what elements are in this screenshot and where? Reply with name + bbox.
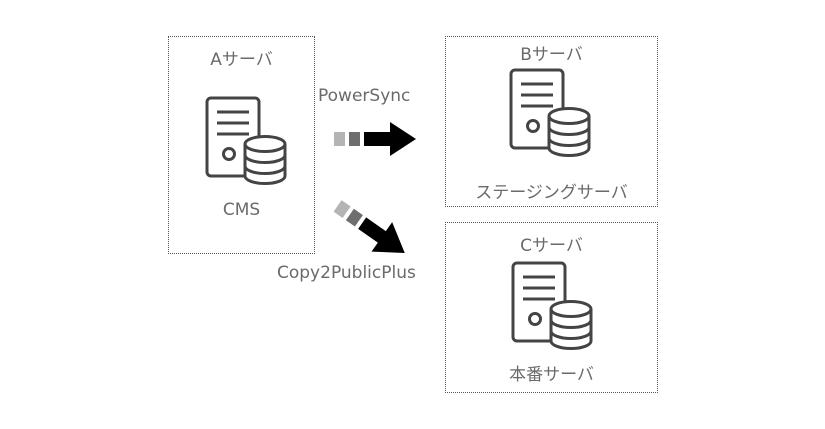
arrow-tail-light — [333, 200, 351, 218]
server-b-title: Bサーバ — [520, 45, 583, 65]
arrow-icon — [334, 122, 416, 156]
server-database-icon — [511, 261, 593, 350]
arrow-tail-light — [334, 132, 345, 146]
arrow-head — [364, 122, 416, 156]
arrow-tail-mid — [349, 132, 360, 146]
server-b-box — [445, 36, 658, 207]
server-a-title: Aサーバ — [210, 50, 273, 70]
arrow-head — [358, 217, 405, 253]
server-b-role: ステージングサーバ — [475, 183, 628, 203]
arrow-tail-mid — [345, 208, 363, 227]
server-c-title: Cサーバ — [520, 236, 583, 256]
server-a-box — [168, 36, 315, 254]
server-c-role: 本番サーバ — [509, 365, 594, 385]
server-database-icon — [509, 68, 591, 157]
connection-label-powersync: PowerSync — [318, 86, 411, 106]
server-a-role: CMS — [222, 200, 261, 220]
server-database-icon — [205, 96, 287, 185]
arrow-icon — [333, 200, 405, 253]
connection-label-copy2publicplus: Copy2PublicPlus — [277, 263, 416, 283]
server-c-box — [445, 222, 658, 393]
